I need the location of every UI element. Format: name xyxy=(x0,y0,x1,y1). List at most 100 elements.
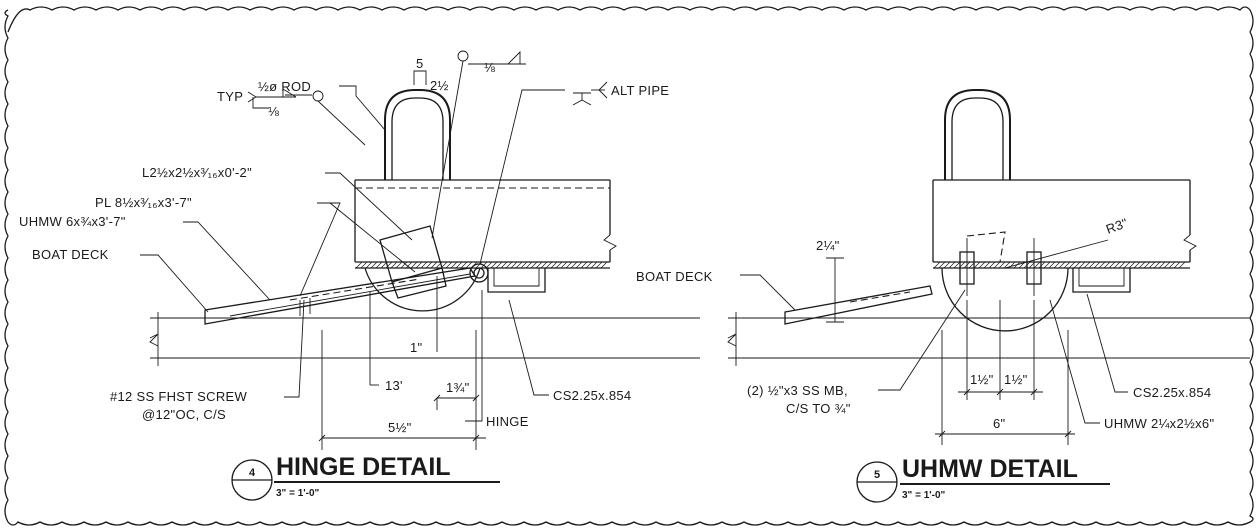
weld-size-top: ⅛ xyxy=(484,60,495,75)
hatch-line xyxy=(978,261,986,269)
hatch-line xyxy=(933,261,941,269)
hatch-line xyxy=(1128,261,1136,269)
hatch-line xyxy=(520,261,528,269)
hatch-line xyxy=(600,261,608,269)
hatch-line xyxy=(445,261,453,269)
hatch-line xyxy=(1108,261,1116,269)
hatch-line xyxy=(500,261,508,269)
hatch-line xyxy=(1103,261,1111,269)
hatch-line xyxy=(1118,261,1126,269)
alt-pipe-label: ALT PIPE xyxy=(611,83,669,98)
hatch-line xyxy=(1153,261,1161,269)
hinge-box xyxy=(354,89,617,312)
hatch-line xyxy=(410,261,418,269)
hatch-line xyxy=(953,261,961,269)
hatch-line xyxy=(460,261,468,269)
hatch-line xyxy=(550,261,558,269)
dim-1-1-2-b: 1½" xyxy=(1004,372,1028,387)
bolts-label-line1: (2) ½"x3 SS MB, xyxy=(747,383,848,398)
hatch-line xyxy=(495,261,503,269)
detail-scale: 3" = 1'-0" xyxy=(276,488,320,499)
hatch-line xyxy=(1123,261,1131,269)
hatch-line xyxy=(1063,261,1071,269)
deck-plate-hatch xyxy=(355,261,608,269)
hatch-line xyxy=(465,261,473,269)
hatch-line xyxy=(1088,261,1096,269)
dim-13: 13' xyxy=(385,378,403,393)
detail-title: HINGE DETAIL xyxy=(276,453,451,481)
hatch-line xyxy=(1068,261,1076,269)
weld-symbols xyxy=(247,50,608,109)
radius-label: R3" xyxy=(1104,215,1130,237)
hatch-line xyxy=(1133,261,1141,269)
hatch-line xyxy=(998,261,1006,269)
hatch-line xyxy=(590,261,598,269)
hatch-line xyxy=(510,261,518,269)
hatch-line xyxy=(530,261,538,269)
hatch-line xyxy=(1148,261,1156,269)
hatch-line xyxy=(430,261,438,269)
hatch-line xyxy=(943,261,951,269)
rod-weld-size: 2½ xyxy=(430,78,449,93)
hatch-line xyxy=(1113,261,1121,269)
hatch-line xyxy=(555,261,563,269)
plate-label: PL 8½x³⁄₁₆x3'-7" xyxy=(95,195,192,210)
rod-weld-length: 5 xyxy=(416,56,424,71)
hatch-line xyxy=(1078,261,1086,269)
detail-title: UHMW DETAIL xyxy=(902,455,1078,483)
detail-number: 4 xyxy=(249,467,256,479)
hatch-line xyxy=(938,261,946,269)
channel-label: CS2.25x.854 xyxy=(553,388,631,403)
hatch-line xyxy=(1073,261,1081,269)
angle-label: L2½x2½x³⁄₁₆x0'-2" xyxy=(142,165,252,180)
uhmw-label: UHMW 6x¾x3'-7" xyxy=(19,214,126,229)
dim-1-3-4: 1¾" xyxy=(446,380,470,395)
hatch-line xyxy=(475,261,483,269)
hinge-labels: ½ø ROD 5 2½ TYP ⅛ ⅛ ALT PIPE L2½x2½x³⁄₁₆… xyxy=(19,56,669,435)
hatch-line xyxy=(515,261,523,269)
hatch-line xyxy=(575,261,583,269)
hatch-line xyxy=(560,261,568,269)
hatch-line xyxy=(1038,261,1046,269)
hatch-line xyxy=(1173,261,1181,269)
hatch-line xyxy=(1048,261,1056,269)
hatch-line xyxy=(375,261,383,269)
hatch-line xyxy=(565,261,573,269)
hatch-line xyxy=(1178,261,1186,269)
hatch-line xyxy=(580,261,588,269)
hatch-line xyxy=(490,261,498,269)
hinge-leaders xyxy=(140,50,565,422)
hatch-line xyxy=(405,261,413,269)
hinge-detail: ½ø ROD 5 2½ TYP ⅛ ⅛ ALT PIPE L2½x2½x³⁄₁₆… xyxy=(19,50,700,501)
hatch-line xyxy=(485,261,493,269)
hatch-line xyxy=(415,261,423,269)
uhmw-dimensions xyxy=(935,300,1075,445)
hatch-line xyxy=(983,261,991,269)
uhmw-ramp xyxy=(784,285,933,325)
hatch-line xyxy=(420,261,428,269)
screw-label-line1: #12 SS FHST SCREW xyxy=(110,389,247,404)
hatch-line xyxy=(595,261,603,269)
uhmw-labels: 2¼" R3" BOAT DECK (2) ½"x3 SS MB, C/S TO… xyxy=(636,215,1214,431)
uhmw-title-block: 5 UHMW DETAIL 3" = 1'-0" xyxy=(856,455,1110,503)
deck-plate-hatch xyxy=(933,261,1186,269)
hatch-line xyxy=(1033,261,1041,269)
hatch-line xyxy=(505,261,513,269)
hatch-line xyxy=(948,261,956,269)
hatch-line xyxy=(1083,261,1091,269)
hatch-line xyxy=(1143,261,1151,269)
hatch-line xyxy=(365,261,373,269)
hatch-line xyxy=(540,261,548,269)
dim-1-inch: 1" xyxy=(410,340,423,355)
screw-label-line2: @12"OC, C/S xyxy=(142,407,226,422)
hatch-line xyxy=(1158,261,1166,269)
hatch-line xyxy=(450,261,458,269)
hatch-line xyxy=(355,261,363,269)
hinge-title-block: 4 HINGE DETAIL 3" = 1'-0" xyxy=(231,453,500,501)
detail-scale: 3" = 1'-0" xyxy=(902,490,946,501)
hatch-line xyxy=(1058,261,1066,269)
hatch-line xyxy=(390,261,398,269)
weld-size-left: ⅛ xyxy=(268,104,279,119)
bolts-label-line2: C/S TO ¾" xyxy=(786,401,851,416)
dim-6: 6" xyxy=(993,416,1006,431)
